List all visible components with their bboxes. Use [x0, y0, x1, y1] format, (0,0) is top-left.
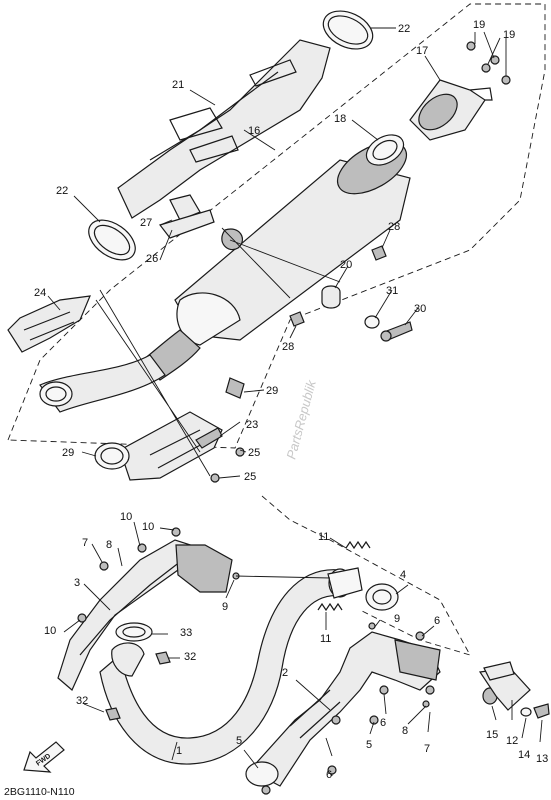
callout-10-b: 10: [142, 521, 154, 533]
callout-27: 27: [140, 217, 152, 229]
callout-31: 31: [386, 285, 398, 297]
callout-20: 20: [340, 259, 352, 271]
upper-assembly-frame: [7, 3, 546, 449]
callout-24: 24: [34, 287, 46, 299]
silencer-heat-guard: [117, 39, 331, 219]
callout-7-b: 7: [424, 743, 430, 755]
silencer-gasket: [365, 134, 405, 166]
callout-17: 17: [416, 45, 428, 57]
mid-pipe-heat-guard: [7, 295, 91, 353]
rear-hardware: [478, 661, 550, 719]
callout-18: 18: [334, 113, 346, 125]
callout-21: 21: [172, 79, 184, 91]
end-cap-bolts: [466, 41, 511, 85]
fwd-arrow-icon: FWD: [23, 741, 65, 773]
callout-29-right: 29: [266, 385, 278, 397]
callout-9-a: 9: [222, 601, 228, 613]
callout-19-b: 19: [503, 29, 515, 41]
lower-assembly-frame: [261, 495, 471, 656]
callout-5-b: 5: [366, 739, 372, 751]
callout-9-b: 9: [394, 613, 400, 625]
catalyst-pipe: [245, 631, 441, 787]
watermark: PartsRepublik: [283, 377, 319, 460]
callout-10-a: 10: [120, 511, 132, 523]
callout-15: 15: [486, 729, 498, 741]
clamp-29: [94, 377, 245, 470]
callout-8-a: 8: [106, 539, 112, 551]
callout-6-a: 6: [434, 615, 440, 627]
lower-heat-guard: [119, 411, 223, 481]
diagram-code: 2BG1110-N110: [4, 786, 75, 798]
callout-13: 13: [536, 753, 548, 765]
callout-5-a: 5: [236, 735, 242, 747]
guard-bolts-25: [210, 447, 245, 483]
callout-6-c: 6: [326, 769, 332, 781]
callout-3: 3: [74, 577, 80, 589]
callout-22-lower: 22: [56, 185, 68, 197]
callout-10-c: 10: [44, 625, 56, 637]
callout-6-b: 6: [380, 717, 386, 729]
callout-2: 2: [282, 667, 288, 679]
callout-26: 26: [146, 253, 158, 265]
callout-29-left: 29: [62, 447, 74, 459]
header-heat-guard: [57, 539, 233, 691]
callout-12: 12: [506, 735, 518, 747]
lower-leaders: [63, 521, 543, 776]
callout-16: 16: [248, 125, 260, 137]
callout-labels: 22 19 19 17 21 18 16 22 27 28 26 20 31 2…: [34, 19, 548, 781]
callout-1: 1: [176, 745, 182, 757]
mid-pipe: [39, 354, 166, 413]
clamp-band-top: [322, 10, 374, 50]
callout-14: 14: [518, 749, 530, 761]
mount-hardware: [289, 245, 413, 342]
callout-23: 23: [246, 419, 258, 431]
callout-32-b: 32: [76, 695, 88, 707]
callout-32-a: 32: [184, 651, 196, 663]
callout-19-a: 19: [473, 19, 485, 31]
callout-4: 4: [400, 569, 406, 581]
springs-11: [317, 540, 371, 612]
clamp-band-lower: [88, 219, 136, 261]
callout-8-b: 8: [402, 725, 408, 737]
callout-25-b: 25: [244, 471, 256, 483]
callout-7-a: 7: [82, 537, 88, 549]
silencer-bracket: [158, 194, 243, 251]
callout-11-b: 11: [320, 633, 331, 645]
silencer-end-cap: [409, 79, 493, 141]
callout-28-lower: 28: [282, 341, 294, 353]
callout-30: 30: [414, 303, 426, 315]
callout-33: 33: [180, 627, 192, 639]
header-gasket-nuts: [105, 622, 171, 721]
callout-25-a: 25: [248, 447, 260, 459]
callout-11-a: 11: [318, 531, 329, 543]
callout-22-top: 22: [398, 23, 410, 35]
header-joint-gasket: [365, 583, 399, 611]
upper-leaders: [47, 27, 507, 479]
callout-28-upper: 28: [388, 221, 400, 233]
